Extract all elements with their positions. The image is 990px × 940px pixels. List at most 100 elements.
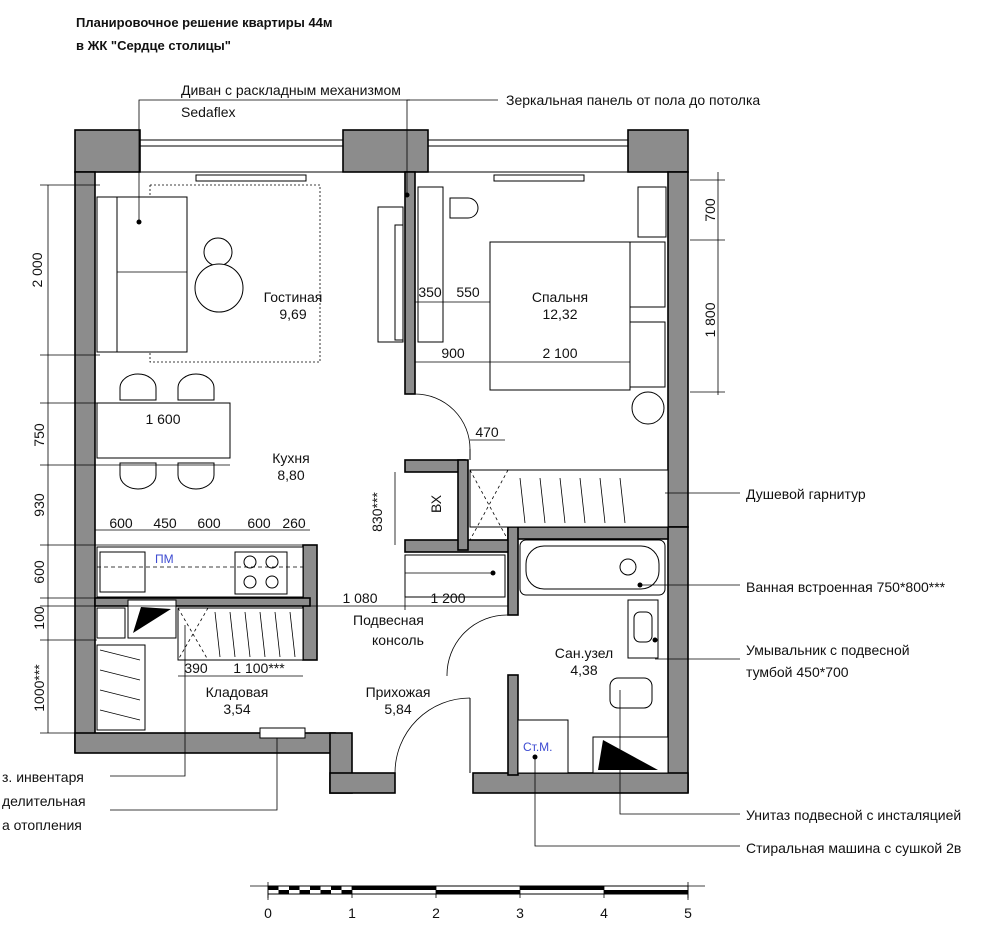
note-left-line3: а отопления xyxy=(2,817,82,833)
plan-title-line1: Планировочное решение квартиры 44м xyxy=(76,15,333,30)
chair-bottom-right xyxy=(177,462,215,490)
partition-vent-right xyxy=(457,459,469,551)
kitchen-sink xyxy=(99,551,146,593)
plan-title-line2: в ЖК "Сердце столицы" xyxy=(76,38,231,53)
room-storage-name: Кладовая xyxy=(206,684,269,700)
wall-corner-topleft xyxy=(74,129,141,173)
room-hall-area: 5,84 xyxy=(384,701,411,717)
partition-storage-top xyxy=(94,597,311,607)
dim-100: 100 xyxy=(31,606,47,630)
scale-fine-segment xyxy=(299,890,310,894)
sofa-back xyxy=(96,196,118,353)
room-storage-area: 3,54 xyxy=(223,701,250,717)
partition-vent-top xyxy=(404,459,466,473)
exterior-walls xyxy=(74,129,689,794)
partition-bath-top xyxy=(507,526,669,540)
callout-texts: Диван с раскладным механизмом Sedaflex З… xyxy=(2,82,961,856)
bedroom-door-swing xyxy=(414,393,471,450)
dim-900: 900 xyxy=(441,345,465,361)
bathroom-fixtures: Ст.М. xyxy=(517,539,669,774)
dim-1800: 1 800 xyxy=(702,302,718,337)
note-bathtub: Ванная встроенная 750*800*** xyxy=(746,579,946,595)
partition-bath-left-lower xyxy=(507,674,519,776)
wall-corner-topright xyxy=(627,129,689,173)
dim-550: 550 xyxy=(456,284,480,300)
chair-top-left xyxy=(119,373,157,401)
mirror-panel xyxy=(394,224,404,341)
dim-1000: 1000*** xyxy=(31,664,47,712)
desk xyxy=(417,186,444,343)
dim-700: 700 xyxy=(702,198,718,222)
side-table-small xyxy=(203,237,233,267)
note-left-line2: делительная xyxy=(2,793,86,809)
side-table-large xyxy=(194,263,244,313)
scale-tick-label: 5 xyxy=(684,905,692,921)
scale-tick-label: 1 xyxy=(348,905,356,921)
dim-930: 930 xyxy=(31,493,47,517)
dim-600-b: 600 xyxy=(197,515,221,531)
boiler-black xyxy=(133,607,171,633)
room-kitchen-area: 8,80 xyxy=(277,467,304,483)
dishwasher-label: ПМ xyxy=(155,552,174,566)
radiator-storage xyxy=(259,727,306,739)
radiator-living xyxy=(195,174,307,182)
dim-830: 830*** xyxy=(369,492,385,532)
scale-fine-segment xyxy=(289,886,300,890)
note-left-line1: з. инвентаря xyxy=(2,769,84,785)
scale-fine-segment xyxy=(310,886,321,890)
entry-door-swing xyxy=(394,697,471,774)
room-hall-name: Прихожая xyxy=(366,684,431,700)
dim-600-c: 600 xyxy=(247,515,271,531)
note-washer: Стиральная машина с сушкой 2в xyxy=(746,840,961,856)
bath-door-swing xyxy=(446,614,509,677)
note-sofa-line1: Диван с раскладным механизмом xyxy=(181,82,401,98)
washbasin xyxy=(627,599,659,659)
desk-chair xyxy=(449,197,479,219)
hanging-console xyxy=(404,554,506,598)
scale-segment xyxy=(520,886,604,890)
dining-table xyxy=(96,402,231,459)
dim-350: 350 xyxy=(418,284,442,300)
wall-right-upper xyxy=(667,171,689,528)
room-vent-label: ВХ xyxy=(428,494,444,513)
storage-box-small xyxy=(96,607,126,639)
scale-tick-label: 4 xyxy=(600,905,608,921)
scale-fine-segment xyxy=(268,886,279,890)
hallway-furniture xyxy=(394,469,669,774)
dim-2000: 2 000 xyxy=(29,252,45,287)
wardrobe-storage xyxy=(177,607,304,661)
bedroom-plant xyxy=(631,391,665,425)
washer-label: Ст.М. xyxy=(523,740,553,754)
dim-600-vertical: 600 xyxy=(31,560,47,584)
nightstand-bottom xyxy=(629,321,666,388)
wall-right-lower xyxy=(667,526,689,793)
scale-tick-label: 0 xyxy=(264,905,272,921)
radiator-bedroom xyxy=(493,174,585,182)
wall-pier-top-middle xyxy=(342,129,429,173)
note-toilet: Унитаз подвесной с инсталяцией xyxy=(746,807,961,823)
dim-750: 750 xyxy=(31,423,47,447)
scale-fine-segment xyxy=(341,890,352,894)
note-mirror: Зеркальная панель от пола до потолка xyxy=(506,92,760,108)
scale-fine-segment xyxy=(278,890,289,894)
scale-segment xyxy=(436,890,520,894)
room-labels: Гостиная 9,69 Спальня 12,32 Кухня 8,80 К… xyxy=(206,289,614,717)
wardrobe-top xyxy=(637,186,667,238)
storage-shelf xyxy=(96,644,146,731)
wall-left xyxy=(74,171,96,753)
room-bath-name: Сан.узел xyxy=(555,645,613,661)
callout-leaders xyxy=(110,99,740,847)
dim-1200: 1 200 xyxy=(430,590,465,606)
scale-tick-label: 3 xyxy=(516,905,524,921)
dim-600-a: 600 xyxy=(109,515,133,531)
dim-260: 260 xyxy=(282,515,306,531)
dim-450: 450 xyxy=(153,515,177,531)
bedroom-furniture xyxy=(414,186,667,460)
chair-bottom-left xyxy=(119,462,157,490)
scale-segment xyxy=(352,886,436,890)
dimension-lines xyxy=(40,172,725,734)
hall-wardrobe xyxy=(469,469,669,528)
partition-bath-left xyxy=(507,526,519,616)
